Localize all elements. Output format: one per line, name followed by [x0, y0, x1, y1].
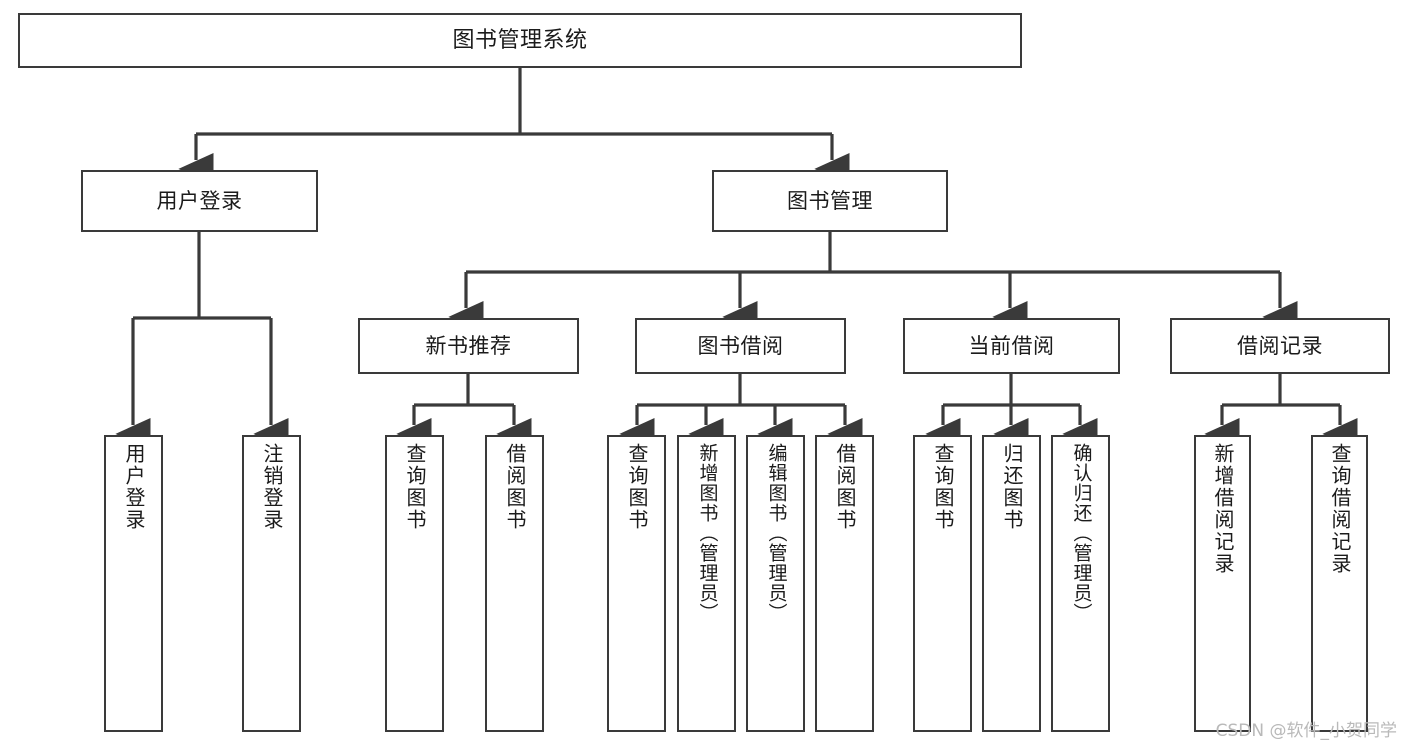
- node-label: 注销登录: [260, 443, 284, 531]
- node-new-book-recommend[interactable]: 新书推荐: [358, 318, 579, 374]
- node-label: 归还图书: [1000, 443, 1024, 531]
- leaf-current-query-book[interactable]: 查询图书: [913, 435, 972, 732]
- node-label: 查询图书: [625, 443, 649, 531]
- node-label: 当前借阅: [968, 333, 1055, 358]
- node-label: 查询图书: [931, 443, 955, 531]
- node-label: 新增借阅记录: [1211, 443, 1235, 575]
- leaf-newbook-query-book[interactable]: 查询图书: [385, 435, 444, 732]
- node-label: 借阅图书: [833, 443, 857, 531]
- node-label: 新书推荐: [425, 333, 512, 358]
- leaf-borrow-edit-book-admin[interactable]: 编辑图书（管理员）: [746, 435, 805, 732]
- node-label: 图书管理: [787, 188, 873, 213]
- csdn-watermark: CSDN @软件_小贺同学: [1215, 721, 1397, 741]
- leaf-borrow-query-book[interactable]: 查询图书: [607, 435, 666, 732]
- node-label: 用户登录: [122, 443, 146, 531]
- node-label: 图书借阅: [697, 333, 784, 358]
- node-root-system[interactable]: 图书管理系统: [18, 13, 1022, 68]
- node-label: 确认归还（管理员）: [1070, 443, 1093, 623]
- leaf-current-confirm-return-admin[interactable]: 确认归还（管理员）: [1051, 435, 1110, 732]
- node-label: 用户登录: [156, 188, 243, 213]
- node-label: 新增图书（管理员）: [696, 443, 719, 623]
- node-current-borrow[interactable]: 当前借阅: [903, 318, 1120, 374]
- leaf-borrow-add-book-admin[interactable]: 新增图书（管理员）: [677, 435, 736, 732]
- leaf-current-return-book[interactable]: 归还图书: [982, 435, 1041, 732]
- node-label: 借阅记录: [1237, 333, 1323, 358]
- node-book-management[interactable]: 图书管理: [712, 170, 948, 232]
- leaf-logout[interactable]: 注销登录: [242, 435, 301, 732]
- node-label: 编辑图书（管理员）: [765, 443, 788, 623]
- leaf-borrow-borrow-book[interactable]: 借阅图书: [815, 435, 874, 732]
- node-label: 借阅图书: [503, 443, 527, 531]
- node-label: 查询图书: [403, 443, 427, 531]
- leaf-user-login[interactable]: 用户登录: [104, 435, 163, 732]
- node-user-login[interactable]: 用户登录: [81, 170, 318, 232]
- node-borrow-record[interactable]: 借阅记录: [1170, 318, 1390, 374]
- leaf-record-query-record[interactable]: 查询借阅记录: [1311, 435, 1368, 732]
- node-book-borrow[interactable]: 图书借阅: [635, 318, 846, 374]
- leaf-newbook-borrow-book[interactable]: 借阅图书: [485, 435, 544, 732]
- leaf-record-add-record[interactable]: 新增借阅记录: [1194, 435, 1251, 732]
- node-label: 图书管理系统: [452, 27, 588, 53]
- node-label: 查询借阅记录: [1328, 443, 1352, 575]
